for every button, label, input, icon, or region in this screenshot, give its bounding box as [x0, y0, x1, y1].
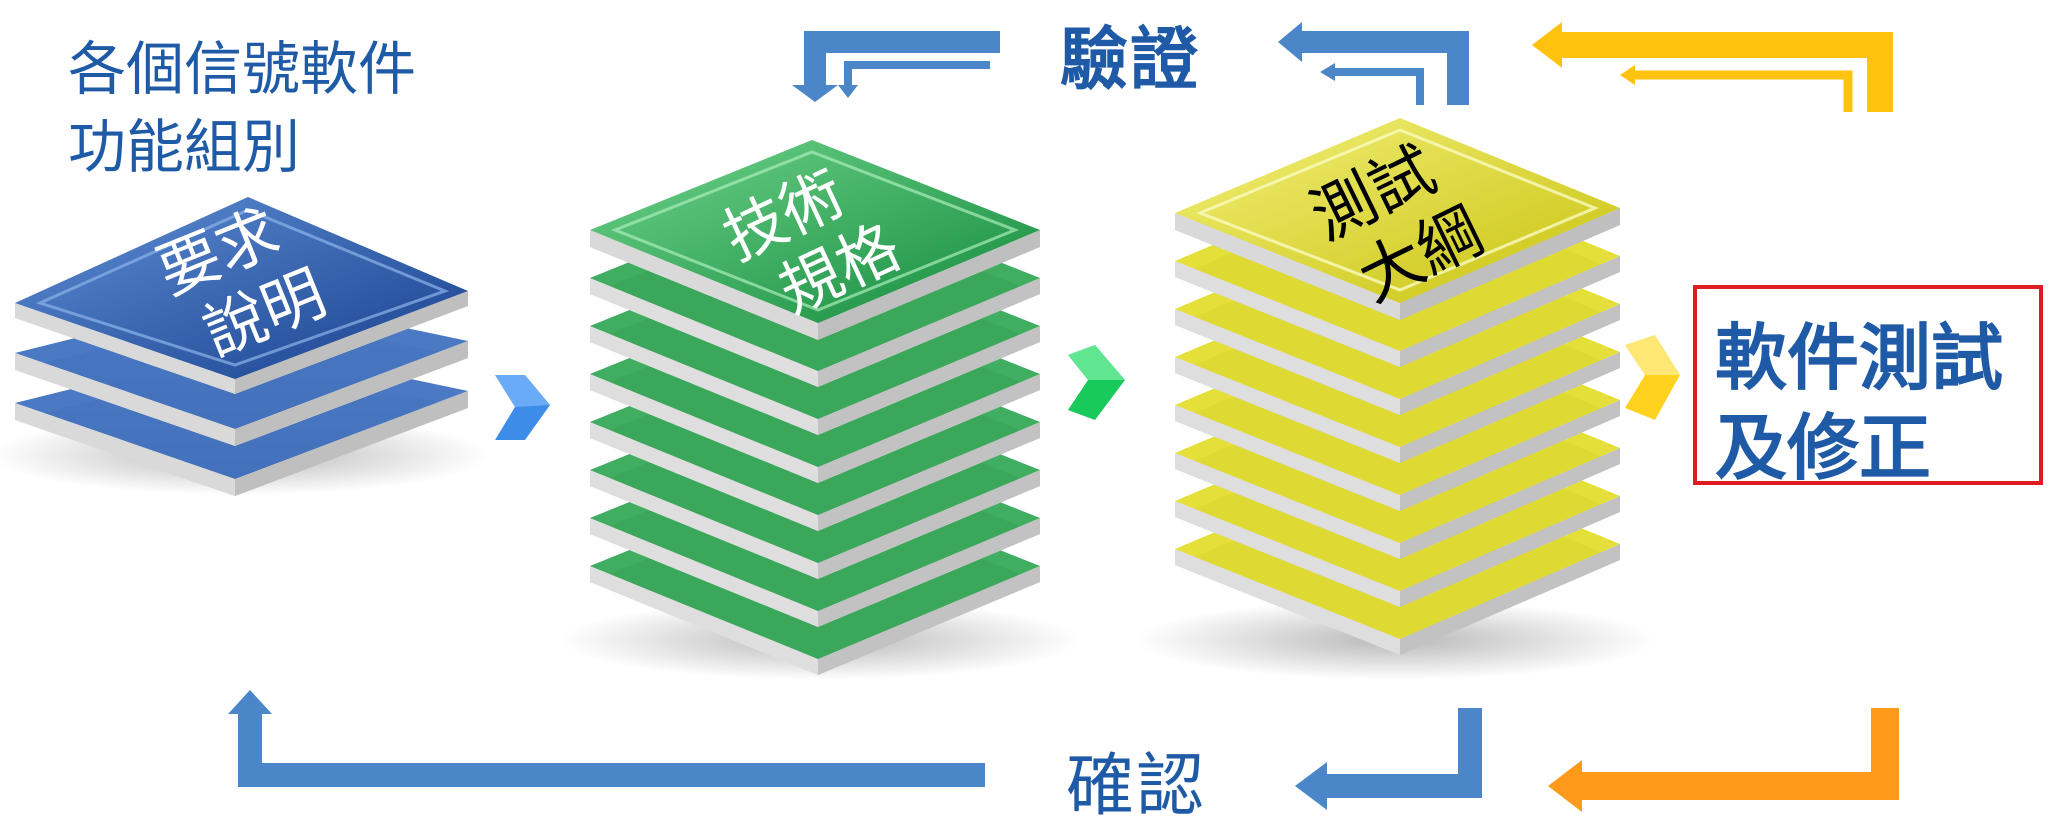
group-label: 各個信號軟件 功能組別 — [68, 30, 416, 186]
verify-arrow-left — [792, 31, 1000, 102]
group-label-line-2: 功能組別 — [68, 113, 301, 181]
confirm-arrow-orange — [1548, 708, 1899, 812]
verify-label: 驗證 — [1060, 21, 1201, 100]
group-label-line-1: 各個信號軟件 — [68, 35, 417, 103]
result-box: 軟件測試 及修正 — [1693, 285, 2043, 490]
stack-requirements-top: 要求 說明 — [15, 195, 468, 394]
stack-test-outline: 測試 大綱 — [1135, 118, 1655, 680]
result-label-line-1: 軟件測試 — [1715, 316, 2004, 400]
verify-arrow-yellow — [1532, 22, 1893, 112]
flow-arrow-2 — [1068, 345, 1125, 420]
stack-tech-spec: 技術 規格 — [560, 140, 1080, 680]
stack-tech-spec-top: 技術 規格 — [590, 140, 1040, 340]
confirm-arrow-long — [228, 690, 985, 787]
stack-test-outline-top: 測試 大綱 — [1175, 118, 1620, 320]
stack-requirements: 要求 說明 — [0, 195, 490, 496]
flow-arrow-3 — [1625, 335, 1680, 420]
result-label-line-2: 及修正 — [1715, 406, 1932, 490]
flow-arrow-1 — [495, 375, 550, 440]
confirm-label: 確認 — [1066, 747, 1207, 826]
verify-arrow-right — [1278, 22, 1469, 105]
confirm-arrow-mid — [1295, 708, 1482, 810]
